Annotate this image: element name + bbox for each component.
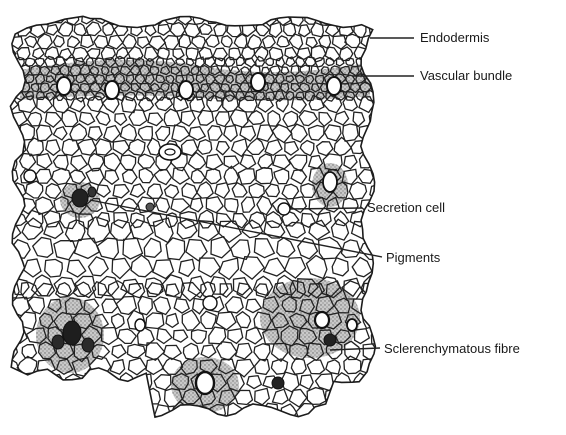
- parenchyma-cell: [84, 373, 101, 392]
- parenchyma-cell: [137, 403, 152, 419]
- parenchyma-cell: [120, 404, 135, 422]
- pigment: [72, 189, 88, 207]
- parenchyma-cell: [2, 313, 17, 329]
- parenchyma-cell: [318, 404, 332, 419]
- parenchyma-cell: [27, 402, 48, 422]
- parenchyma-cell: [4, 25, 16, 37]
- parenchyma-cell: [366, 58, 374, 66]
- parenchyma-cell: [247, 405, 259, 421]
- sclerenchymatous-fibre-label: Sclerenchymatous fibre: [384, 341, 520, 356]
- parenchyma-cell: [37, 11, 50, 25]
- sclerenchymatous-fibre: [52, 335, 64, 349]
- parenchyma-cell: [12, 375, 26, 388]
- parenchyma-cell: [371, 66, 379, 76]
- parenchyma-cell: [333, 12, 344, 24]
- pigment: [272, 377, 284, 389]
- parenchyma-cell: [368, 48, 380, 61]
- endodermis-label: Endodermis: [420, 30, 490, 45]
- parenchyma-cell: [10, 65, 20, 75]
- parenchyma-cell: [249, 11, 261, 24]
- sclerenchymatous-fibre: [82, 338, 94, 352]
- parenchyma-cell: [10, 404, 27, 421]
- vascular-bundle-cell: [327, 77, 341, 95]
- secretion-cell: [203, 296, 217, 310]
- parenchyma-cell: [30, 374, 45, 388]
- parenchyma-cell: [3, 126, 20, 143]
- vascular-bundle-cell: [179, 81, 193, 99]
- parenchyma-cell: [138, 12, 147, 24]
- secretion-cell: [24, 170, 36, 182]
- pigment: [88, 187, 96, 197]
- parenchyma-cell: [5, 92, 14, 102]
- vascular-bundle-label: Vascular bundle: [420, 68, 512, 83]
- parenchyma-cell: [5, 58, 14, 67]
- parenchyma-cell: [355, 405, 369, 419]
- parenchyma-cell: [48, 404, 64, 420]
- sclerenchymatous-fibre: [196, 372, 214, 394]
- sclerenchymatous-fibre: [315, 312, 329, 328]
- sclerenchymatous-fibre: [347, 319, 357, 331]
- pigments-label: Pigments: [386, 250, 441, 265]
- parenchyma-cell: [2, 390, 17, 406]
- parenchyma-cell: [24, 14, 38, 24]
- parenchyma-cell: [372, 375, 388, 389]
- sclerenchymatous-fibre: [324, 334, 336, 346]
- vascular-bundle-cell: [57, 77, 71, 95]
- parenchyma-cell: [372, 405, 388, 419]
- secretion-cell-label: Secretion cell: [367, 200, 445, 215]
- parenchyma-cell: [22, 390, 35, 406]
- parenchyma-cell: [361, 11, 373, 25]
- parenchyma-cell: [102, 405, 118, 420]
- parenchyma-cell: [109, 388, 127, 406]
- parenchyma-cell: [73, 389, 89, 406]
- parenchyma-cell: [56, 389, 72, 407]
- parenchyma-cell: [11, 13, 24, 26]
- vascular-bundle-cell: [251, 73, 265, 91]
- parenchyma-cell: [1, 196, 18, 212]
- parenchyma-cell: [66, 404, 83, 423]
- parenchyma-cell: [347, 12, 359, 24]
- parenchyma-cell: [343, 388, 361, 407]
- secretion-cell: [278, 203, 290, 215]
- parenchyma-cell: [0, 258, 23, 278]
- sclerenchymatous-fibre: [63, 321, 81, 345]
- parenchyma-cell: [10, 82, 19, 93]
- parenchyma-cell: [367, 138, 384, 156]
- parenchyma-cell: [335, 403, 350, 422]
- pigment: [146, 203, 154, 211]
- secretion-cell: [135, 319, 145, 331]
- parenchyma-cell: [128, 389, 145, 404]
- parenchyma-cell: [37, 389, 55, 406]
- parenchyma-cell: [90, 390, 108, 404]
- parenchyma-cell: [123, 12, 136, 24]
- parenchyma-cell: [235, 13, 246, 24]
- parenchyma-cell: [6, 75, 15, 83]
- secretion-cell-lumen: [165, 149, 175, 155]
- vascular-bundle-cell: [105, 81, 119, 99]
- parenchyma-cell: [369, 296, 388, 315]
- secretion-cell-leader: [290, 208, 362, 209]
- parenchyma-cell: [363, 390, 379, 404]
- vascular-bundle-cell: [323, 172, 337, 192]
- parenchyma-cell: [222, 13, 233, 24]
- parenchyma-cell: [82, 405, 99, 419]
